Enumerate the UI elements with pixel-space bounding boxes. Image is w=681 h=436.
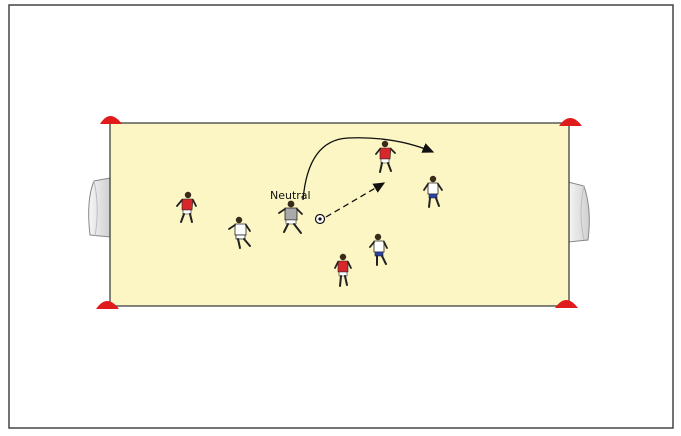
ball-icon — [316, 215, 325, 224]
neutral-label: Neutral — [270, 189, 311, 202]
left-goal-icon — [89, 178, 110, 237]
pitch-area — [110, 123, 569, 306]
